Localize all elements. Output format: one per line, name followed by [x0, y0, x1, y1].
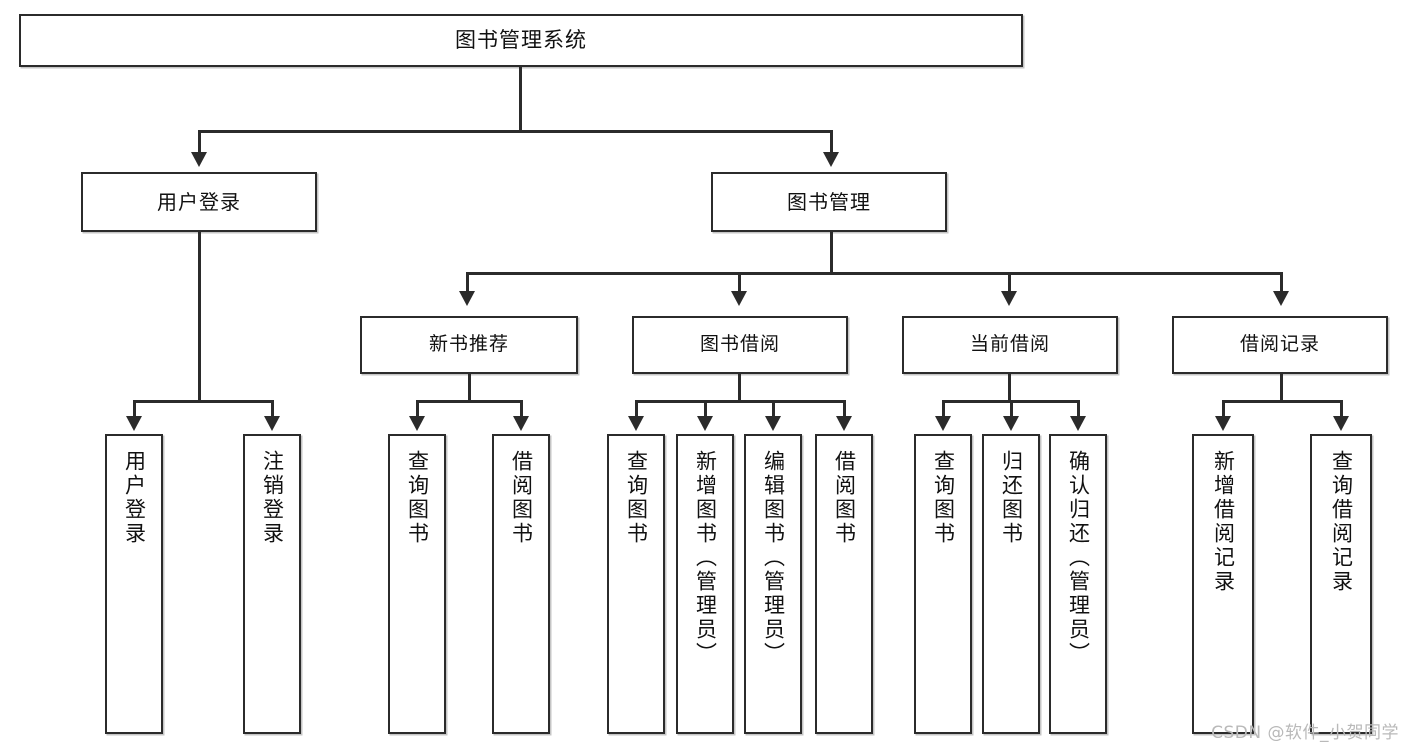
connector-cb-drop-1 [942, 400, 945, 418]
connector-bm-drop-2 [738, 272, 741, 293]
leaf-cb-confirm-return[interactable]: 确认归还（管理员） [1049, 434, 1107, 734]
leaf-cb-query-book[interactable]: 查询图书 [914, 434, 972, 734]
connector-root-bus [198, 130, 832, 133]
connector-book-management-bus [466, 272, 1280, 275]
connector-bb-drop-4 [843, 400, 846, 418]
leaf-user-login[interactable]: 用户登录 [105, 434, 163, 734]
connector-user-login-drop-2 [271, 400, 274, 418]
node-user-login[interactable]: 用户登录 [81, 172, 317, 232]
leaf-cb-return-book-label: 归还图书 [999, 450, 1024, 546]
connector-bb-drop-2 [704, 400, 707, 418]
connector-root-stem [519, 67, 522, 130]
connector-user-login-drop-1 [133, 400, 136, 418]
arrow-to-bb-leaf-4 [836, 416, 852, 431]
node-new-book-recommend[interactable]: 新书推荐 [360, 316, 578, 374]
leaf-bb-borrow-book-label: 借阅图书 [832, 450, 857, 546]
arrow-to-nbr-leaf-2 [513, 416, 529, 431]
connector-user-login-bus [133, 400, 271, 403]
leaf-bb-query-book[interactable]: 查询图书 [607, 434, 665, 734]
arrow-to-borrow-record [1273, 291, 1289, 306]
connector-bb-stem [738, 374, 741, 400]
leaf-cb-return-book[interactable]: 归还图书 [982, 434, 1040, 734]
arrow-to-cb-leaf-1 [935, 416, 951, 431]
node-book-management[interactable]: 图书管理 [711, 172, 947, 232]
connector-bb-drop-1 [635, 400, 638, 418]
connector-cb-drop-2 [1010, 400, 1013, 418]
arrow-to-current-borrow [1001, 291, 1017, 306]
connector-cb-drop-3 [1077, 400, 1080, 418]
leaf-cb-query-book-label: 查询图书 [931, 450, 956, 546]
leaf-br-query-record-label: 查询借阅记录 [1329, 450, 1354, 594]
connector-root-drop-2 [830, 130, 833, 154]
arrow-to-new-book-recommend [459, 291, 475, 306]
connector-br-bus [1222, 400, 1340, 403]
arrow-to-cb-leaf-3 [1070, 416, 1086, 431]
arrow-to-bb-leaf-2 [697, 416, 713, 431]
connector-nbr-bus [416, 400, 522, 403]
connector-bm-drop-4 [1280, 272, 1283, 293]
arrow-to-br-leaf-1 [1215, 416, 1231, 431]
arrow-to-book-management [823, 152, 839, 167]
arrow-to-bb-leaf-1 [628, 416, 644, 431]
node-user-login-label: 用户登录 [157, 189, 241, 214]
leaf-bb-add-book[interactable]: 新增图书（管理员） [676, 434, 734, 734]
arrow-to-cb-leaf-2 [1003, 416, 1019, 431]
node-borrow-record[interactable]: 借阅记录 [1172, 316, 1388, 374]
leaf-br-add-record[interactable]: 新增借阅记录 [1192, 434, 1254, 734]
connector-root-drop-1 [198, 130, 201, 154]
connector-nbr-drop-2 [520, 400, 523, 418]
leaf-br-query-record[interactable]: 查询借阅记录 [1310, 434, 1372, 734]
connector-bm-drop-1 [466, 272, 469, 293]
arrow-to-bb-leaf-3 [765, 416, 781, 431]
arrow-to-user-login [191, 152, 207, 167]
leaf-br-add-record-label: 新增借阅记录 [1211, 450, 1236, 594]
connector-book-management-stem [830, 232, 833, 272]
leaf-nbr-query-book[interactable]: 查询图书 [388, 434, 446, 734]
arrow-to-leaf-user-login [126, 416, 142, 431]
node-current-borrow-label: 当前借阅 [969, 333, 1050, 356]
node-book-borrow[interactable]: 图书借阅 [632, 316, 848, 374]
leaf-bb-edit-book[interactable]: 编辑图书（管理员） [744, 434, 802, 734]
leaf-logout-label: 注销登录 [260, 450, 285, 546]
leaf-user-login-label: 用户登录 [122, 450, 147, 546]
arrow-to-leaf-logout [264, 416, 280, 431]
leaf-logout[interactable]: 注销登录 [243, 434, 301, 734]
connector-cb-bus [942, 400, 1077, 403]
leaf-nbr-query-book-label: 查询图书 [405, 450, 430, 546]
node-borrow-record-label: 借阅记录 [1239, 333, 1320, 356]
node-current-borrow[interactable]: 当前借阅 [902, 316, 1118, 374]
leaf-bb-edit-book-label: 编辑图书（管理员） [761, 450, 786, 666]
leaf-nbr-borrow-book-label: 借阅图书 [509, 450, 534, 546]
connector-nbr-stem [468, 374, 471, 400]
connector-user-login-stem [198, 232, 201, 400]
node-new-book-recommend-label: 新书推荐 [428, 333, 509, 356]
node-book-borrow-label: 图书借阅 [699, 333, 780, 356]
connector-bm-drop-3 [1008, 272, 1011, 293]
leaf-nbr-borrow-book[interactable]: 借阅图书 [492, 434, 550, 734]
connector-bb-bus [635, 400, 845, 403]
connector-br-drop-1 [1222, 400, 1225, 418]
node-root-label: 图书管理系统 [455, 28, 587, 53]
arrow-to-nbr-leaf-1 [409, 416, 425, 431]
connector-br-stem [1280, 374, 1283, 400]
arrow-to-br-leaf-2 [1333, 416, 1349, 431]
connector-nbr-drop-1 [416, 400, 419, 418]
leaf-cb-confirm-return-label: 确认归还（管理员） [1066, 450, 1091, 666]
node-root[interactable]: 图书管理系统 [19, 14, 1023, 67]
leaf-bb-borrow-book[interactable]: 借阅图书 [815, 434, 873, 734]
node-book-management-label: 图书管理 [787, 189, 871, 214]
arrow-to-book-borrow [731, 291, 747, 306]
connector-cb-stem [1008, 374, 1011, 400]
leaf-bb-add-book-label: 新增图书（管理员） [693, 450, 718, 666]
connector-br-drop-2 [1340, 400, 1343, 418]
leaf-bb-query-book-label: 查询图书 [624, 450, 649, 546]
connector-bb-drop-3 [772, 400, 775, 418]
